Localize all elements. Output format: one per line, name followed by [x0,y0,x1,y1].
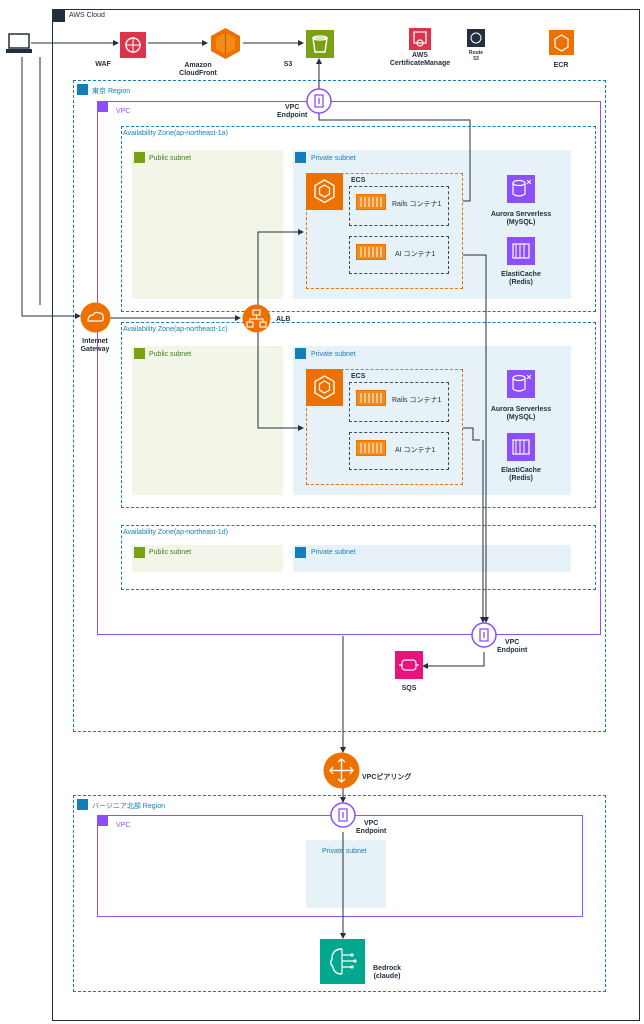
virginia-region [73,795,606,992]
aws-cloud-label: AWS Cloud [69,12,105,19]
az-1a [121,126,596,312]
container-icon [356,440,386,456]
az-1d-public-subnet [132,545,283,572]
az-1c-private-label: Private subnet [311,351,356,358]
route53-icon [467,29,485,47]
az-1d-public-label: Public subnet [149,549,192,556]
tokyo-region [73,80,606,732]
az-1c [121,322,596,508]
virginia-vpc-label: VPC [116,822,131,829]
igw-label: Internet Gateway [80,338,110,353]
az-1c-aurora-label: Aurora Serverless (MySQL) [490,406,552,421]
az-1a-rails-task [349,186,449,226]
az-1a-ai-task [349,236,449,274]
virginia-endpoint-label: VPC Endpoint [356,820,387,835]
az-1c-ecs-cluster [306,369,463,485]
bedrock-icon [320,939,365,984]
az-1c-elasticache-label: ElastiCache (Redis) [501,467,541,482]
az-1c-ai-task [349,432,449,470]
az-1a-ecs-label: ECS [351,177,366,184]
az-1d-label: Availability Zone(ap-northeast-1d) [123,529,228,536]
container-icon [356,390,386,406]
vpc-peering-icon [323,752,360,789]
az-1c-label: Availability Zone(ap-northeast-1c) [123,326,228,333]
sqs-label: SQS [401,685,417,692]
vpc-icon [97,101,108,112]
az-1a-ai-label: AI コンテナ1 [395,251,436,258]
elasticache-icon [507,433,535,461]
virginia-private-subnet [306,840,386,908]
waf-icon [120,32,146,58]
s3-bucket-icon [306,30,334,58]
ecs-icon [306,173,343,210]
virginia-region-label: バージニア北部 Region [92,803,165,810]
az-1a-elasticache-label: ElastiCache (Redis) [501,271,541,286]
az-1a-label: Availability Zone(ap-northeast-1a) [123,130,228,137]
bedrock-label: Bedrock (claude) [373,965,402,980]
waf-label: WAF [95,61,111,68]
ecr-icon [549,30,574,55]
internet-gateway-icon [80,302,111,333]
aurora-icon [507,175,535,203]
vpc-endpoint-icon [471,622,497,648]
certificate-manager-icon [409,28,431,50]
az-1d-private-subnet [293,545,571,572]
az-1c-rails-task [349,382,449,422]
virginia-private-label: Private subnet [322,848,367,855]
public-subnet-icon [134,152,145,163]
container-icon [356,244,386,260]
route53-label: Route 53 [468,50,484,62]
public-subnet-icon [134,547,145,558]
vpc-endpoint-top-label: VPC Endpoint [277,104,308,119]
cloudfront-label: Amazon CloudFront [179,62,217,77]
alb-icon [242,304,271,333]
az-1c-ecs-label: ECS [351,373,366,380]
vpc-endpoint-bottom-label: VPC Endpoint [497,639,528,654]
tokyo-vpc-label: VPC [116,108,131,115]
container-icon [356,194,386,210]
elasticache-icon [507,237,535,265]
sqs-icon [395,651,423,679]
az-1a-ecs-cluster [306,173,463,289]
az-1a-private-label: Private subnet [311,155,356,162]
acm-label: AWS CertificateManage [389,52,451,67]
az-1c-public-label: Public subnet [149,351,192,358]
az-1a-aurora-label: Aurora Serverless (MySQL) [490,211,552,226]
az-1a-rails-label: Rails コンテナ1 [392,201,442,208]
private-subnet-icon [295,152,306,163]
alb-label: ALB [276,316,291,323]
vpc-endpoint-icon [306,88,332,114]
tokyo-region-label: 東京 Region [92,88,131,95]
cloudfront-icon [211,28,240,59]
user-laptop-icon [6,33,32,53]
az-1c-ai-label: AI コンテナ1 [395,447,436,454]
vpc-endpoint-icon [330,802,356,828]
az-1d-private-label: Private subnet [311,549,356,556]
ecs-icon [306,369,343,406]
vpc-peering-label: VPCピアリング [362,774,412,781]
s3-label: S3 [283,61,293,68]
az-1c-rails-label: Rails コンテナ1 [392,397,442,404]
aurora-icon [507,370,535,398]
az-1a-public-label: Public subnet [149,155,192,162]
private-subnet-icon [295,348,306,359]
aws-cloud-group [52,9,640,1021]
ecr-label: ECR [553,62,569,69]
tokyo-vpc [97,101,601,635]
region-flag-icon [77,799,88,810]
public-subnet-icon [134,348,145,359]
region-flag-icon [77,84,88,95]
vpc-icon [97,815,108,826]
private-subnet-icon [295,547,306,558]
az-1d [121,525,596,590]
aws-cloud-badge [52,9,65,22]
